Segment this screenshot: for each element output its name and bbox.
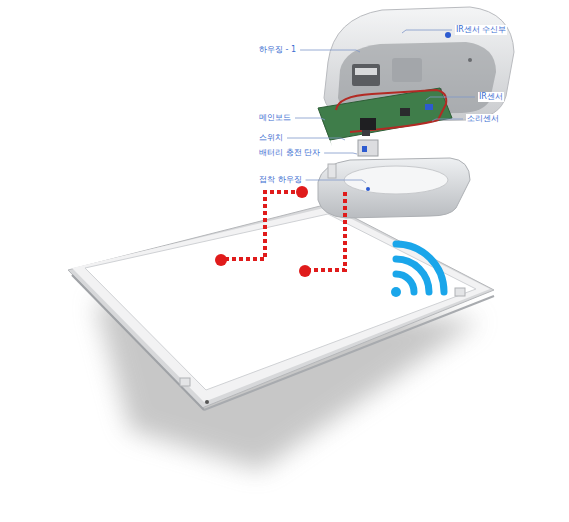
leader-line [300,50,360,52]
part-label: 스위치 [258,133,284,143]
leader-line [426,97,475,100]
leader-line [324,153,357,154]
part-label: IR센서 [478,92,504,102]
leader-line [432,119,463,121]
mounting-point [215,186,311,277]
part-label: 메인보드 [258,113,292,123]
wifi-symbol [391,244,444,297]
part-label: 하우징 - 1 [258,45,297,55]
part-label: 소리센서 [466,114,500,124]
leader-line [402,30,452,33]
part-label: IR센서 수신부 [455,25,507,35]
leader-line [287,138,345,140]
main-board [318,88,452,156]
adhesive-housing [318,158,470,218]
mounting-guide [222,192,345,270]
whiteboard [68,204,494,410]
leader-line [295,118,325,120]
part-label: 접착 하우징 [258,175,303,185]
leader-line [306,180,366,183]
part-label: 배터리 충전 단자 [258,148,321,158]
